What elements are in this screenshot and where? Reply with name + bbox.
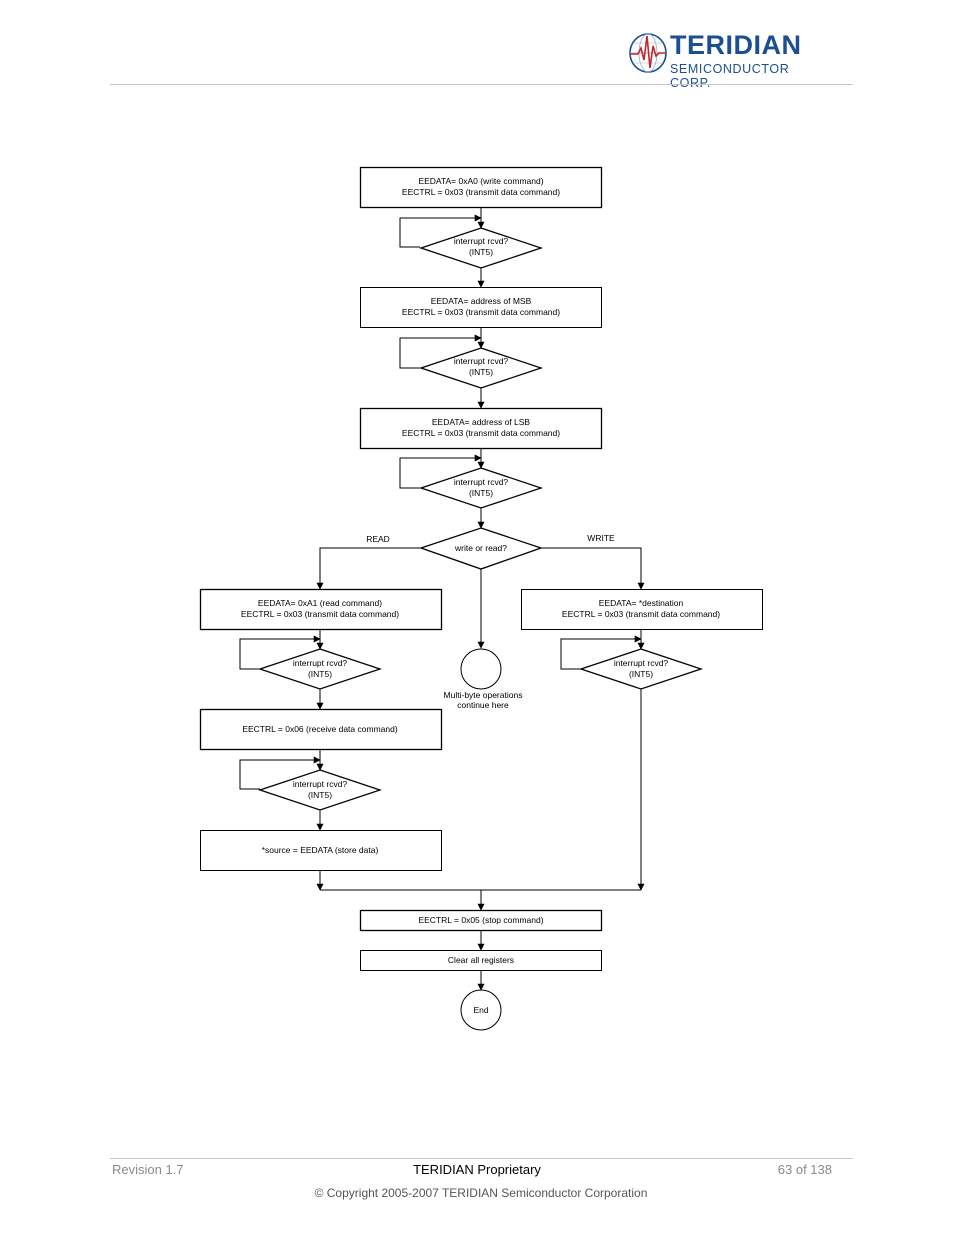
footer-divider — [110, 1158, 853, 1159]
interrupt-label: interrupt rcvd? — [293, 658, 348, 668]
read-command-box — [199, 588, 443, 631]
store-data-line1: *source = EEDATA (store data) — [262, 845, 379, 855]
loop-connector — [239, 756, 321, 790]
receive-command-line1: EECTRL = 0x06 (receive data command) — [242, 724, 398, 734]
loop-connector — [399, 334, 482, 369]
interrupt-decision-2 — [418, 347, 544, 389]
write-destination-line2: EECTRL = 0x03 (transmit data command) — [562, 609, 720, 619]
logo-wordmark: TERIDIAN — [670, 30, 802, 60]
multibyte-connector-circle — [460, 648, 502, 690]
decision-label: write or read? — [454, 543, 507, 553]
write-destination-box — [521, 589, 763, 630]
interrupt-label: interrupt rcvd? — [293, 779, 348, 789]
receive-command-box — [199, 708, 443, 751]
write-branch-label: WRITE — [587, 533, 615, 543]
interrupt-sublabel: (INT5) — [308, 669, 332, 679]
stop-command-box — [359, 909, 603, 932]
read-command-line1: EEDATA= 0xA1 (read command) — [258, 598, 382, 608]
address-msb-box — [360, 287, 602, 328]
address-msb-line2: EECTRL = 0x03 (transmit data command) — [402, 307, 560, 317]
read-branch-label: READ — [366, 534, 390, 544]
store-data-box — [200, 830, 442, 871]
interrupt-label: interrupt rcvd? — [454, 356, 509, 366]
clear-registers-label: Clear all registers — [448, 955, 514, 965]
footer-proprietary: TERIDIAN Proprietary — [413, 1162, 541, 1177]
interrupt-sublabel: (INT5) — [469, 367, 493, 377]
interrupt-decision-read-1 — [257, 648, 383, 690]
multibyte-label-line2: continue here — [457, 700, 509, 710]
read-branch-connector — [316, 547, 420, 590]
loop-connector — [560, 635, 642, 670]
multibyte-label-line1: Multi-byte operations — [444, 690, 523, 700]
write-command-line1: EEDATA= 0xA0 (write command) — [418, 176, 543, 186]
logo-subtitle: SEMICONDUCTOR CORP. — [670, 62, 790, 90]
interrupt-decision-1 — [418, 227, 544, 269]
loop-connector — [239, 635, 321, 670]
stop-command-label: EECTRL = 0x05 (stop command) — [418, 915, 543, 925]
write-command-line2: EECTRL = 0x03 (transmit data command) — [402, 187, 560, 197]
clear-registers-box — [360, 950, 602, 971]
interrupt-decision-3 — [418, 467, 544, 509]
interrupt-sublabel: (INT5) — [308, 790, 332, 800]
write-or-read-decision — [418, 527, 544, 570]
interrupt-label: interrupt rcvd? — [454, 236, 509, 246]
loop-connector — [399, 454, 482, 489]
interrupt-decision-write — [578, 648, 704, 690]
interrupt-sublabel: (INT5) — [469, 247, 493, 257]
teridian-globe-logo-icon — [629, 33, 667, 73]
address-lsb-line2: EECTRL = 0x03 (transmit data command) — [402, 428, 560, 438]
teridian-logo: TERIDIAN SEMICONDUCTOR CORP. — [628, 30, 833, 90]
loop-connector — [399, 214, 482, 248]
interrupt-sublabel: (INT5) — [469, 488, 493, 498]
write-command-box — [359, 166, 603, 209]
header-divider — [110, 84, 853, 85]
interrupt-decision-read-2 — [257, 769, 383, 811]
read-command-line2: EECTRL = 0x03 (transmit data command) — [241, 609, 399, 619]
footer-page-number: 63 of 138 — [777, 1162, 832, 1177]
footer-copyright: © Copyright 2005-2007 TERIDIAN Semicondu… — [314, 1186, 648, 1200]
interrupt-sublabel: (INT5) — [629, 669, 653, 679]
end-terminal-circle — [460, 989, 502, 1031]
footer-revision: Revision 1.7 — [112, 1162, 184, 1177]
write-branch-connector — [542, 547, 645, 590]
end-label: End — [473, 1005, 488, 1015]
address-lsb-box — [359, 407, 603, 450]
write-destination-line1: EEDATA= *destination — [599, 598, 684, 608]
address-lsb-line1: EEDATA= address of LSB — [432, 417, 531, 427]
interrupt-label: interrupt rcvd? — [454, 477, 509, 487]
address-msb-line1: EEDATA= address of MSB — [431, 296, 532, 306]
interrupt-label: interrupt rcvd? — [614, 658, 669, 668]
